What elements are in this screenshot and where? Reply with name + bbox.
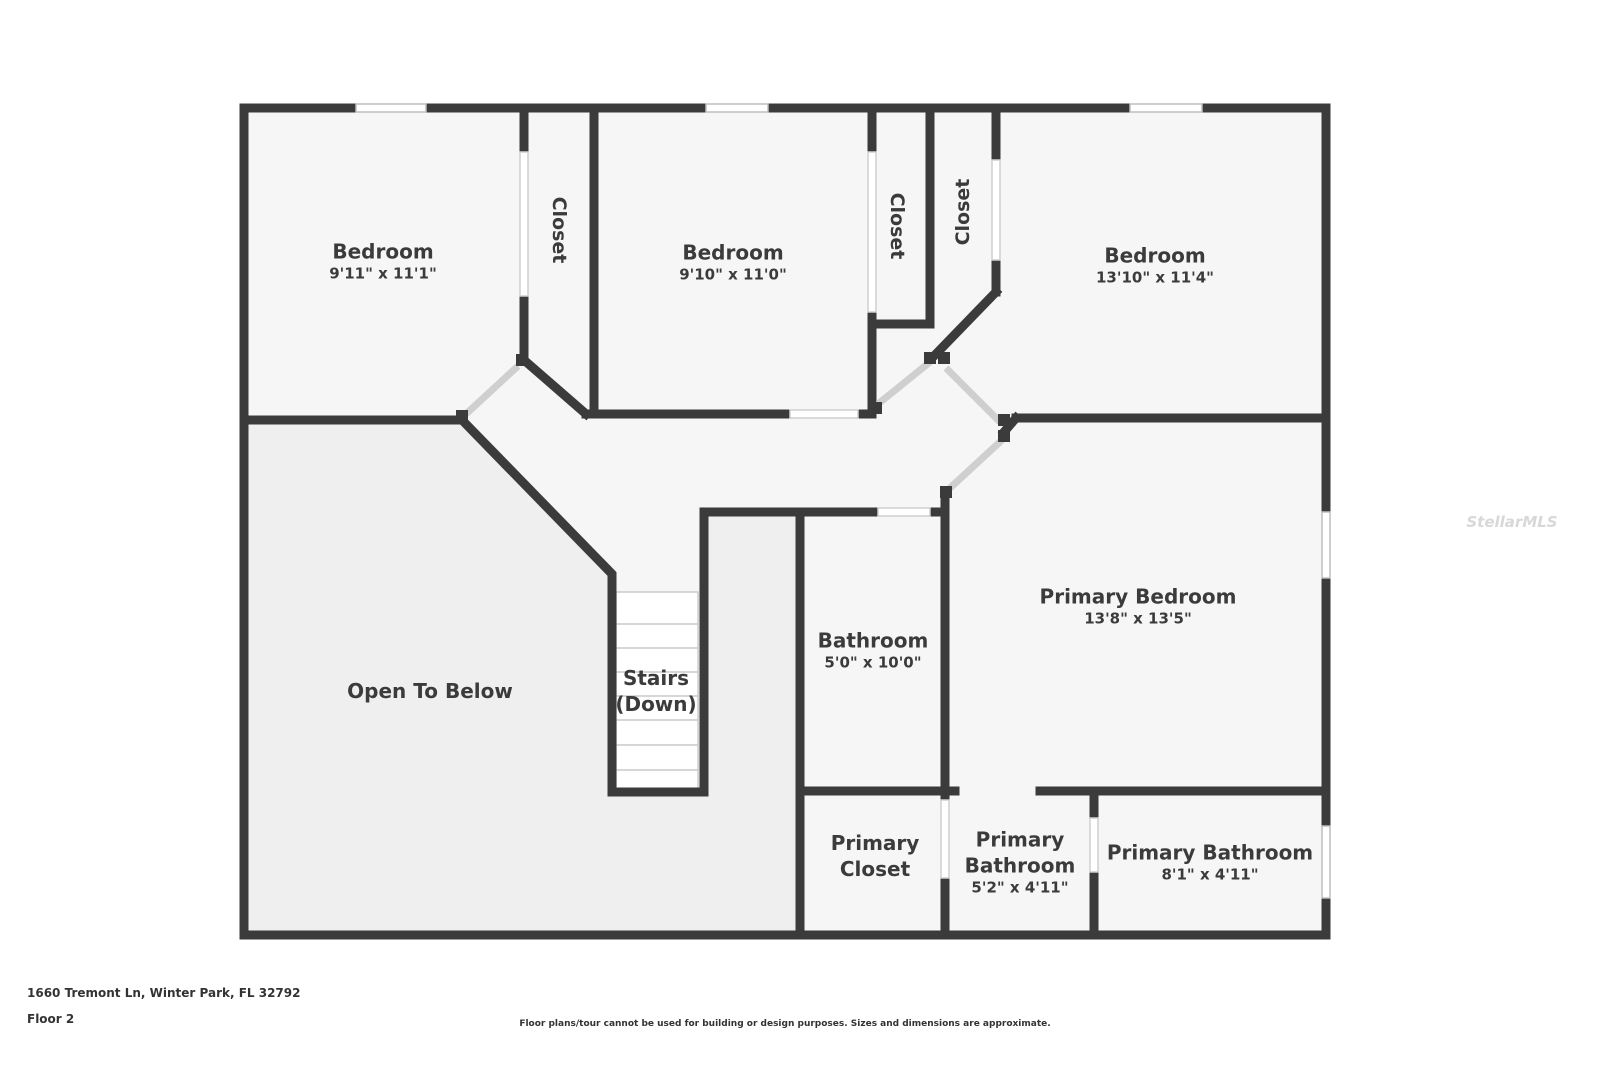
room-dimensions: 5'2" x 4'11"	[971, 878, 1069, 897]
room-dimensions: 8'1" x 4'11"	[1161, 865, 1259, 884]
stairs-treads	[615, 591, 699, 791]
room-bathroom: Bathroom 5'0" x 10'0"	[818, 627, 929, 673]
room-primary-closet: Primary Closet	[831, 830, 920, 882]
room-bedroom-center: Bedroom 9'10" x 11'0"	[679, 239, 787, 285]
room-name: Bedroom	[1104, 243, 1206, 268]
room-name: Primary	[975, 827, 1065, 852]
room-name: Bedroom	[682, 240, 784, 265]
room-primary-bedroom: Primary Bedroom 13'8" x 13'5"	[1040, 583, 1237, 629]
disclaimer-text: Floor plans/tour cannot be used for buil…	[519, 1019, 1051, 1029]
room-primary-bathroom: Primary Bathroom 8'1" x 4'11"	[1107, 839, 1313, 885]
room-name: Bedroom	[332, 239, 434, 264]
room-primary-bathroom-small: Primary Bathroom 5'2" x 4'11"	[965, 826, 1076, 898]
room-bedroom-left: Bedroom 9'11" x 11'1"	[329, 238, 437, 284]
room-dimensions: 13'8" x 13'5"	[1084, 609, 1192, 628]
room-open-to-below: Open To Below	[347, 678, 513, 704]
floor-label: Floor 2	[27, 1012, 75, 1026]
room-dimensions: 9'10" x 11'0"	[679, 265, 787, 284]
room-name: Stairs	[622, 666, 690, 690]
room-name-line2: Closet	[839, 857, 911, 881]
doorways	[519, 151, 1099, 879]
address-text: 1660 Tremont Ln, Winter Park, FL 32792	[27, 986, 301, 1000]
open-to-below-area	[245, 422, 800, 933]
room-name: Primary Bathroom	[1106, 840, 1314, 865]
room-closet-left: Closet	[548, 196, 570, 264]
room-name: Open To Below	[347, 679, 513, 703]
room-subtitle: (Down)	[615, 692, 697, 716]
room-stairs: Stairs (Down)	[615, 665, 696, 717]
watermark-logo: StellarMLS	[1466, 513, 1558, 531]
room-bedroom-right: Bedroom 13'10" x 11'4"	[1096, 242, 1214, 288]
room-name-line2: Bathroom	[964, 853, 1076, 878]
room-closet-mid1: Closet	[886, 192, 908, 260]
room-name: Bathroom	[817, 628, 929, 653]
room-dimensions: 9'11" x 11'1"	[329, 264, 437, 283]
room-name: Primary	[830, 831, 920, 855]
door-jambs	[456, 352, 1010, 498]
windows	[355, 103, 1331, 899]
angled-doorways	[463, 359, 1005, 491]
room-dimensions: 13'10" x 11'4"	[1096, 268, 1214, 287]
room-closet-mid2: Closet	[952, 178, 974, 246]
room-name: Primary Bedroom	[1039, 584, 1237, 609]
room-dimensions: 5'0" x 10'0"	[824, 653, 922, 672]
